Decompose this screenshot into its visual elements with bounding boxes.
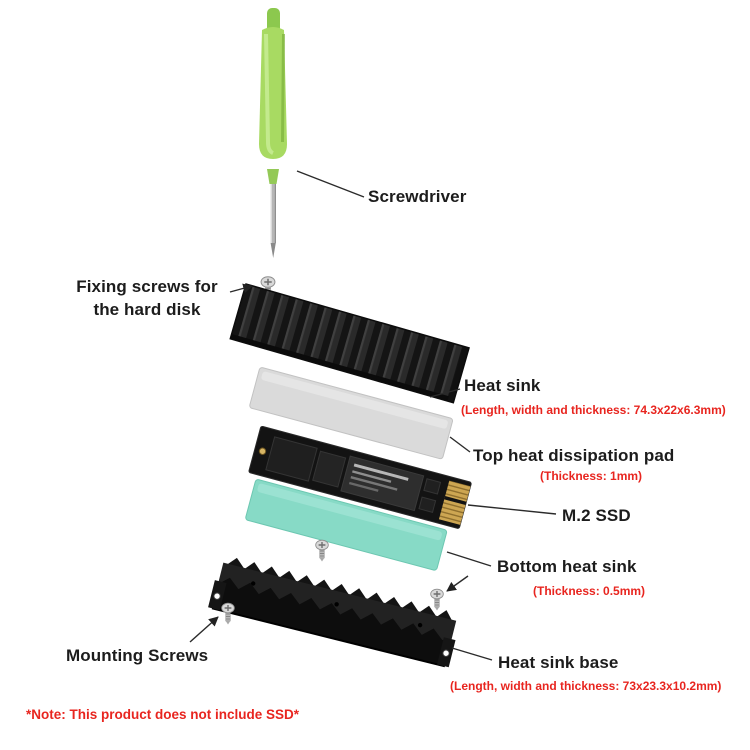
heat-sink-label: Heat sink bbox=[464, 376, 541, 395]
heat-sink-base-label: Heat sink base bbox=[498, 653, 619, 672]
top-pad-leader-line bbox=[449, 436, 471, 453]
mounting-screw-top-icon bbox=[315, 539, 329, 563]
top-heat-pad-image bbox=[249, 367, 454, 460]
mounting-screw-right-icon bbox=[430, 588, 444, 612]
top-pad-dims: (Thickness: 1mm) bbox=[540, 469, 643, 483]
mounting-screws-label: Mounting Screws bbox=[66, 646, 209, 665]
heat-sink-leader-line bbox=[429, 388, 461, 398]
m2-ssd-image bbox=[248, 425, 472, 529]
leader-lines bbox=[189, 170, 557, 661]
screwdriver-image bbox=[259, 8, 287, 258]
bottom-heat-sink-label: Bottom heat sink bbox=[497, 557, 637, 576]
note-text: *Note: This product does not include SSD… bbox=[26, 707, 300, 722]
screwdriver-leader-line bbox=[296, 170, 365, 198]
screwdriver-label: Screwdriver bbox=[368, 187, 467, 206]
heat-sink-base-image bbox=[208, 557, 457, 668]
bottom-heat-sink-leader-line bbox=[446, 551, 492, 567]
m2-ssd-label: M.2 SSD bbox=[562, 506, 631, 525]
mounting-screws-right-arrow bbox=[446, 575, 469, 592]
bottom-heat-pad-image bbox=[245, 479, 448, 571]
fixing-screws-label: Fixing screws for the hard disk bbox=[76, 277, 218, 319]
mounting-screws-left-arrow bbox=[189, 616, 219, 643]
bottom-heat-sink-dims: (Thickness: 0.5mm) bbox=[533, 584, 646, 598]
top-pad-label: Top heat dissipation pad bbox=[473, 446, 675, 465]
heat-sink-base-dims: (Length, width and thickness: 73x23.3x10… bbox=[450, 679, 722, 693]
m2-ssd-leader-line bbox=[467, 504, 557, 515]
heat-sink-image bbox=[229, 283, 470, 404]
heat-sink-base-leader-line bbox=[451, 647, 493, 661]
fixing-screws-leader-arrow bbox=[229, 283, 253, 294]
heat-sink-dims: (Length, width and thickness: 74.3x22x6.… bbox=[461, 403, 726, 417]
